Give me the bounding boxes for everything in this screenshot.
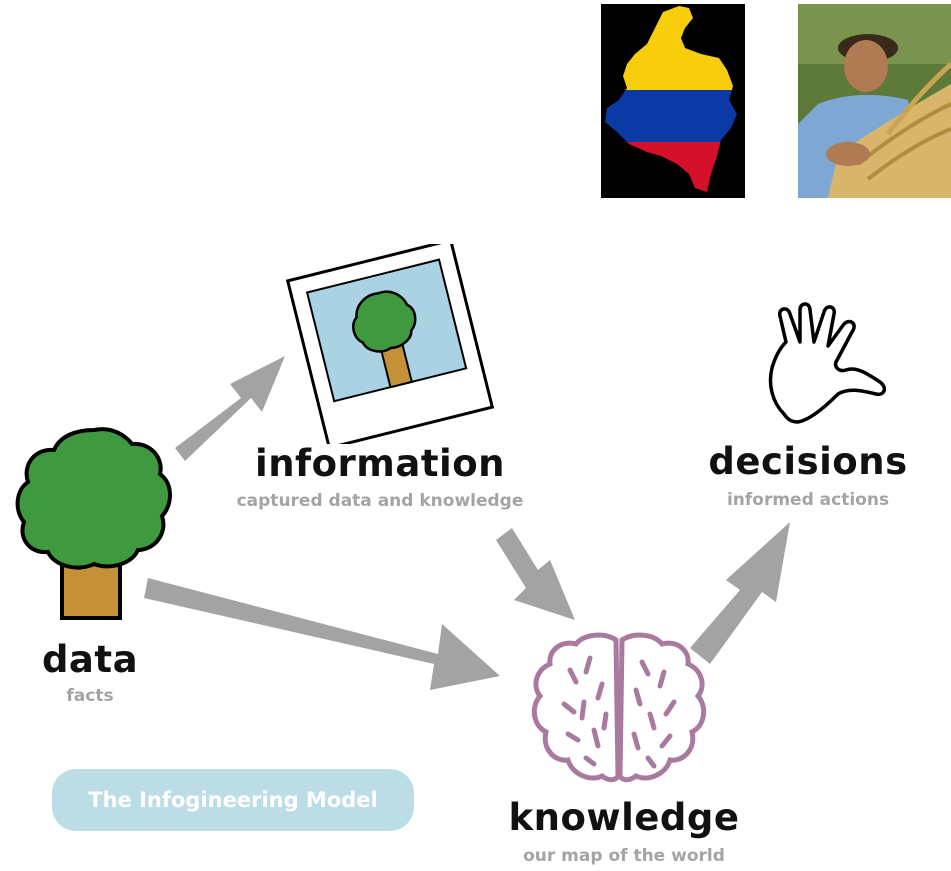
arrow-data-to-information xyxy=(175,356,285,461)
arrow-data-to-knowledge xyxy=(144,578,500,690)
arrow-knowledge-to-decisions xyxy=(690,522,790,664)
information-title: information xyxy=(255,442,505,485)
information-subtitle: captured data and knowledge xyxy=(236,491,524,511)
model-label-pill: The Infogineering Model xyxy=(52,769,414,831)
knowledge-subtitle: our map of the world xyxy=(523,846,725,866)
hand-icon xyxy=(768,302,887,424)
data-subtitle: facts xyxy=(66,686,114,706)
decisions-title: decisions xyxy=(708,440,908,483)
polaroid-tree-icon xyxy=(286,244,494,444)
model-label: The Infogineering Model xyxy=(88,788,378,812)
data-title: data xyxy=(41,638,139,681)
farmer-photo-icon xyxy=(798,4,951,198)
colombia-flag-map xyxy=(601,4,745,198)
decisions-subtitle: informed actions xyxy=(726,490,890,510)
colombia-flag-map-icon xyxy=(605,6,737,192)
arrow-information-to-knowledge xyxy=(496,528,575,620)
tree-icon xyxy=(15,427,172,620)
farmer-photo xyxy=(798,4,951,198)
knowledge-title: knowledge xyxy=(508,796,740,839)
brain-icon xyxy=(531,632,707,783)
